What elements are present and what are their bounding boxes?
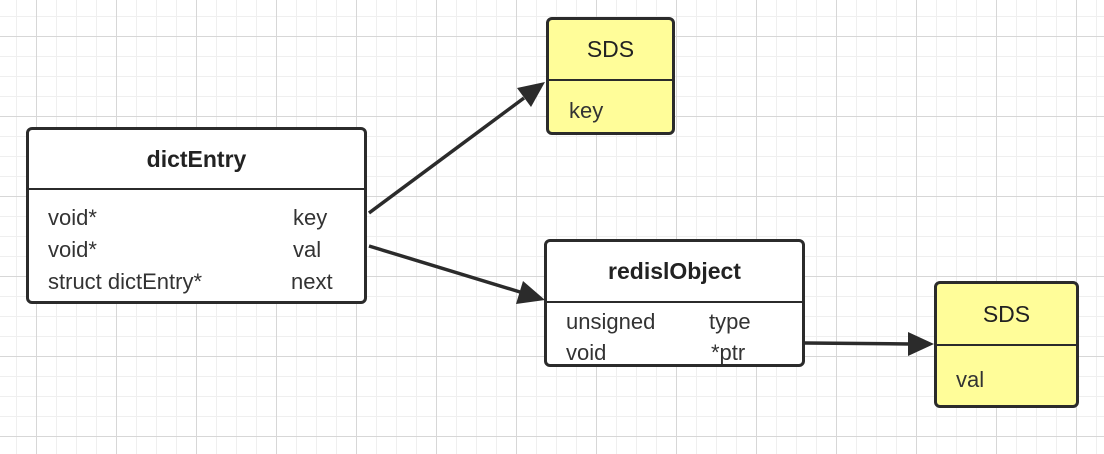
dictentry-field-name-key: key (293, 205, 328, 230)
dictentry-field-name-next: next (291, 269, 333, 294)
arrow-key-to-sds (367, 82, 545, 215)
sds-key-fields: key (549, 81, 672, 132)
dictentry-box: dictEntry void* key void* val struct dic… (26, 127, 367, 304)
dictentry-title: dictEntry (29, 130, 364, 190)
dictentry-field-type-val: void* (48, 237, 97, 262)
sds-val-title: SDS (937, 284, 1076, 346)
redisobject-title: redislObject (547, 242, 802, 303)
dictentry-field-type-next: struct dictEntry* (48, 269, 203, 294)
redisobject-field-type-ptr: void (566, 340, 607, 365)
redisobject-field-name-type: type (709, 309, 751, 334)
arrow-val-to-redisobject (368, 244, 545, 304)
sds-val-fields: val (937, 346, 1076, 405)
dictentry-field-name-val: val (293, 237, 322, 262)
dictentry-field-type-key: void* (48, 205, 97, 230)
sds-val-box: SDS val (934, 281, 1079, 408)
sds-key-title: SDS (549, 20, 672, 81)
redisobject-field-name-ptr: *ptr (711, 340, 746, 365)
redisobject-fields: unsigned type void *ptr (547, 303, 802, 365)
redisobject-box: redislObject unsigned type void *ptr (544, 239, 805, 367)
arrow-ptr-to-sds (804, 332, 934, 356)
sds-key-field: key (569, 98, 604, 123)
sds-val-field: val (956, 367, 985, 392)
dictentry-fields: void* key void* val struct dictEntry* ne… (29, 190, 364, 301)
redisobject-field-type-type: unsigned (566, 309, 656, 334)
sds-key-box: SDS key (546, 17, 675, 135)
